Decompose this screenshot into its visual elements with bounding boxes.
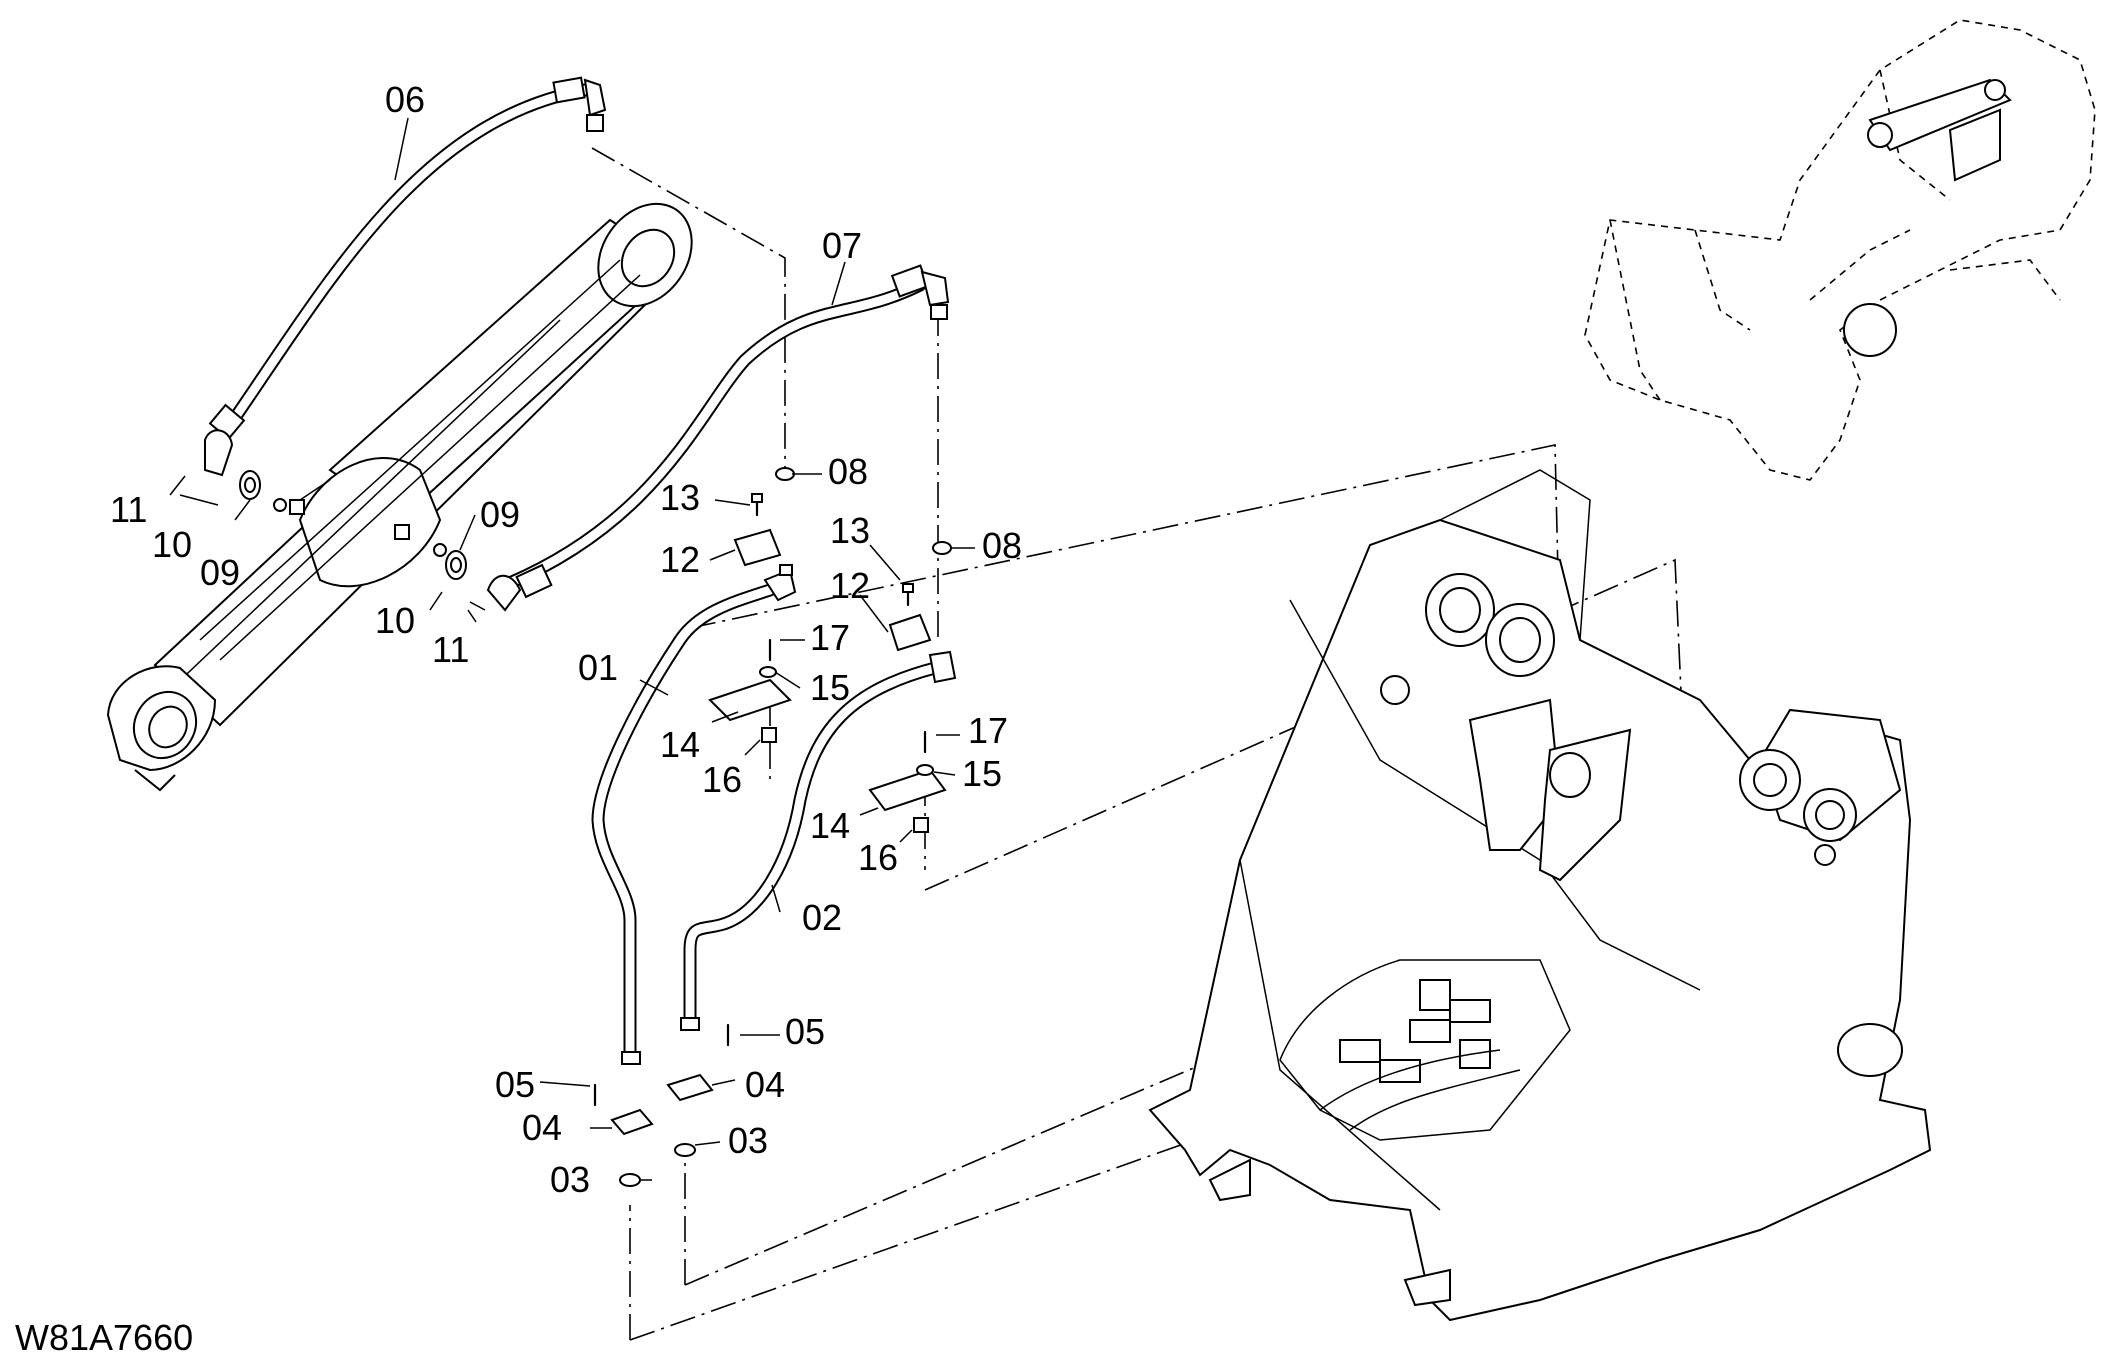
callout-13a: 13 — [660, 477, 700, 518]
callout-02: 02 — [802, 897, 842, 938]
callout-05a: 05 — [495, 1064, 535, 1105]
callout-13b: 13 — [830, 510, 870, 551]
reference-machine — [1584, 19, 2096, 481]
callout-17b: 17 — [968, 710, 1008, 751]
callout-08a: 08 — [828, 451, 868, 492]
callout-11b: 11 — [432, 629, 469, 670]
callout-15b: 15 — [962, 753, 1002, 794]
hardware — [539, 467, 952, 1187]
callout-03b: 03 — [728, 1120, 768, 1161]
callout-12a: 12 — [660, 539, 700, 580]
callout-08b: 08 — [982, 525, 1022, 566]
callout-01: 01 — [578, 647, 618, 688]
callout-11a: 11 — [110, 489, 147, 530]
pipe-01 — [591, 564, 797, 1065]
callout-14b: 14 — [810, 805, 850, 846]
front-frame — [1148, 469, 1932, 1322]
callout-16a: 16 — [702, 759, 742, 800]
callout-09b: 09 — [480, 494, 520, 535]
pipe-02 — [680, 650, 957, 1031]
callout-04b: 04 — [745, 1064, 785, 1105]
callout-06: 06 — [385, 79, 425, 120]
fittings-left — [179, 470, 486, 611]
callout-15a: 15 — [810, 667, 850, 708]
callout-09a: 09 — [200, 552, 240, 593]
callout-16b: 16 — [858, 837, 898, 878]
drawing-number: W81A7660 — [15, 1317, 193, 1358]
hose-07 — [486, 264, 950, 612]
lift-cylinder — [106, 202, 693, 792]
callout-12b: 12 — [830, 565, 870, 606]
callout-leaders — [169, 117, 975, 1181]
callout-labels: 06 07 08 08 13 13 12 12 11 10 09 09 10 1… — [110, 79, 1022, 1200]
callout-10a: 10 — [152, 524, 192, 565]
callout-04a: 04 — [522, 1107, 562, 1148]
callout-17a: 17 — [810, 617, 850, 658]
callout-05b: 05 — [785, 1011, 825, 1052]
callout-10b: 10 — [375, 600, 415, 641]
callout-14a: 14 — [660, 724, 700, 765]
callout-07: 07 — [822, 225, 862, 266]
callout-03a: 03 — [550, 1159, 590, 1200]
hose-06 — [204, 76, 607, 477]
